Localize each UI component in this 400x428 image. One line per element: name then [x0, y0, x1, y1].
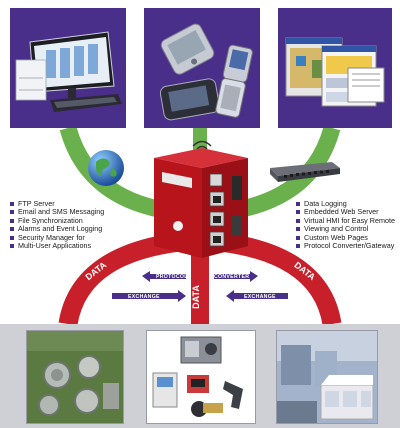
panel-hmi-software — [278, 8, 392, 128]
converter-label: CONVERTER — [214, 274, 250, 280]
converter-arrow — [214, 271, 258, 282]
data-station-device — [154, 148, 248, 258]
exchange-right-arrow — [226, 290, 288, 302]
protocol-arrow — [142, 271, 186, 282]
network-switch-icon — [270, 162, 340, 182]
software-windows-icon — [285, 37, 385, 107]
photo-devices — [146, 330, 256, 424]
right-feature-item: Virtual HMI for Easy Remote — [296, 216, 395, 225]
data-label-center: DATA — [190, 285, 201, 309]
right-feature-item: Data Logging — [296, 199, 395, 208]
mobile-devices-icon — [159, 23, 253, 121]
exchange-left-arrow — [112, 290, 186, 302]
industrial-devices-photo — [147, 331, 255, 423]
panel-computer — [10, 8, 126, 128]
computer-icon — [15, 31, 122, 112]
left-feature-list: FTP Server Email and SMS Messaging File … — [10, 199, 104, 250]
left-feature-item: Security Manager for — [10, 233, 104, 242]
right-feature-item: Custom Web Pages — [296, 233, 395, 242]
right-feature-item: Protocol Converter/Gateway — [296, 241, 395, 250]
photo-water-treatment — [26, 330, 124, 424]
globe-icon — [88, 150, 124, 186]
exchange-right-label: EXCHANGE — [244, 294, 276, 300]
right-feature-list: Data Logging Embedded Web Server Virtual… — [296, 199, 395, 250]
panel-mobile — [144, 8, 260, 128]
left-feature-item: Email and SMS Messaging — [10, 207, 104, 216]
left-feature-item: FTP Server — [10, 199, 104, 208]
protocol-label: PROTOCOL — [156, 274, 188, 280]
left-feature-item: Alarms and Event Logging — [10, 224, 104, 233]
right-feature-item-continued: Viewing and Control — [296, 224, 395, 233]
left-feature-item-continued: Multi-User Applications — [10, 241, 104, 250]
factory-machinery-photo — [277, 331, 377, 423]
water-treatment-photo — [27, 331, 123, 423]
photo-factory — [276, 330, 378, 424]
right-feature-item: Embedded Web Server — [296, 207, 395, 216]
left-feature-item: File Synchronization — [10, 216, 104, 225]
exchange-left-label: EXCHANGE — [128, 294, 160, 300]
